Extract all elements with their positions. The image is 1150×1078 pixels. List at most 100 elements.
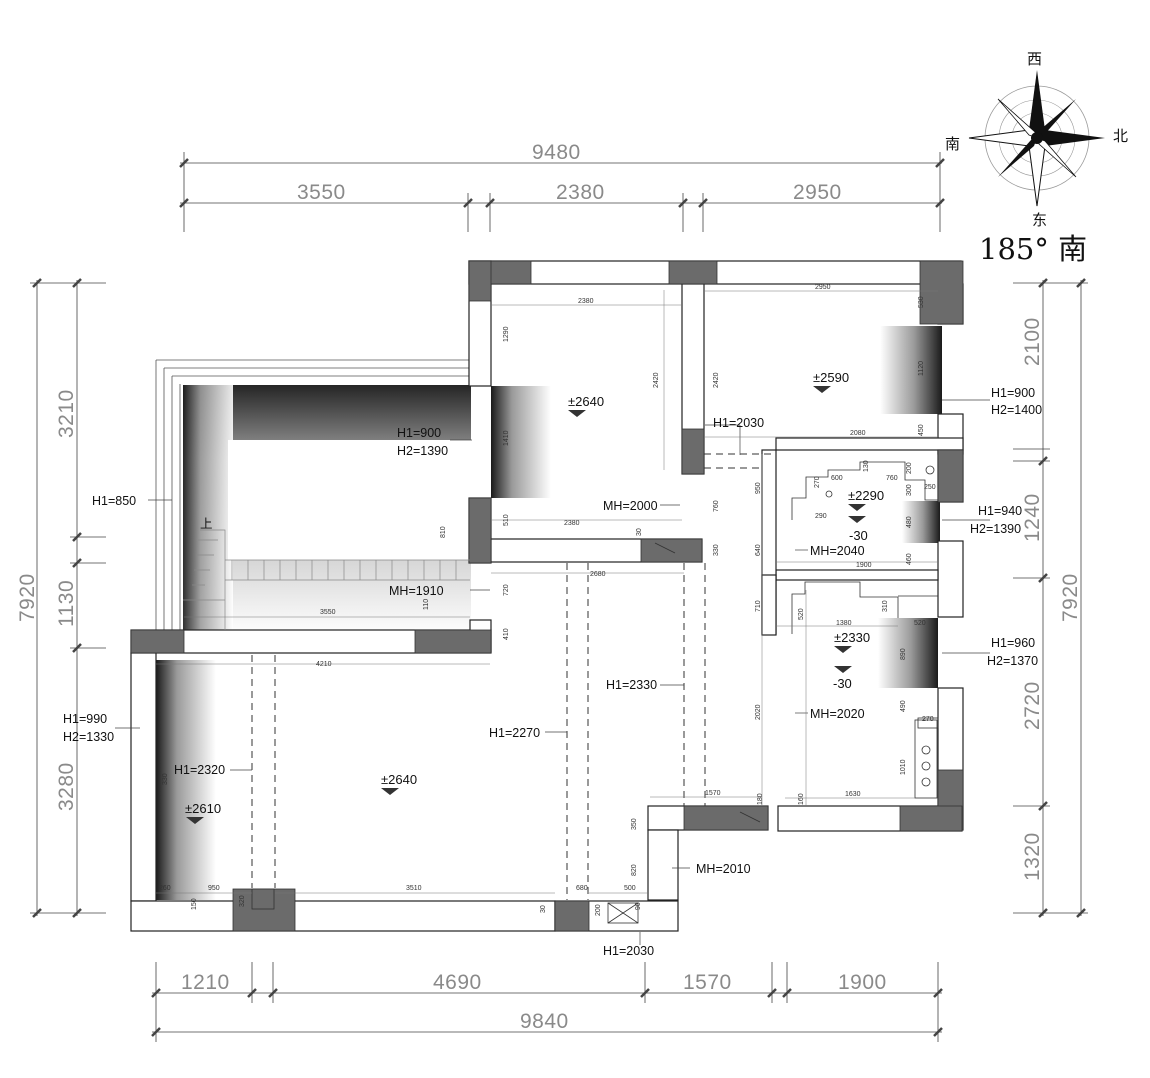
label-h1-940: H1=940	[978, 504, 1022, 518]
sdim-310: 310	[882, 600, 889, 612]
sdim-2680: 2680	[590, 571, 606, 578]
sdim-2950: 2950	[815, 284, 831, 291]
elev-living: ±2640	[381, 772, 417, 787]
label-h1-2330: H1=2330	[606, 678, 657, 692]
sdim-2420a: 2420	[653, 372, 660, 388]
sdim-720: 720	[503, 584, 510, 596]
dim-top-total: 9480	[532, 141, 581, 164]
sdim-890: 890	[900, 648, 907, 660]
dim-bottom-seg2: 4690	[433, 971, 482, 994]
label-h1-2270: H1=2270	[489, 726, 540, 740]
bathroom-fixtures	[791, 461, 939, 799]
sdim-810: 810	[440, 526, 447, 538]
sdim-950: 950	[755, 482, 762, 494]
dim-left-seg1: 3210	[55, 389, 78, 438]
sdim-250: 250	[924, 484, 936, 491]
right-dimensions	[1013, 278, 1088, 918]
sdim-680: 680	[576, 885, 588, 892]
label-h1-960: H1=960	[991, 636, 1035, 650]
dim-top-seg2: 2380	[556, 181, 605, 204]
sdim-2380a: 2380	[578, 298, 594, 305]
label-mh-2000: MH=2000	[603, 499, 658, 513]
sdim-330a: 330	[713, 544, 720, 556]
sdim-130: 130	[863, 460, 870, 472]
compass-south-label: 南	[945, 135, 960, 153]
sdim-1630: 1630	[845, 791, 861, 798]
elev-room-top-mid: ±2640	[568, 394, 604, 409]
label-h1-990: H1=990	[63, 712, 107, 726]
sdim-350: 350	[631, 818, 638, 830]
sdim-110: 110	[423, 599, 430, 610]
elev-bath1: ±2290	[848, 488, 884, 503]
columns	[130, 260, 964, 932]
dim-top-seg3: 2950	[793, 181, 842, 204]
sdim-1120: 1120	[918, 361, 925, 376]
compass-north-label: 北	[1113, 127, 1128, 145]
label-mh-2010: MH=2010	[696, 862, 751, 876]
stair-up-label: 上	[200, 517, 213, 531]
sdim-820: 820	[631, 864, 638, 876]
compass-west-label: 西	[1027, 50, 1042, 68]
sdim-760a: 760	[886, 475, 898, 482]
sdim-330b: 330	[162, 773, 169, 785]
label-h2-1400: H2=1400	[991, 403, 1042, 417]
label-mh-2020: MH=2020	[810, 707, 865, 721]
label-mh-1910: MH=1910	[389, 584, 444, 598]
compass-rose-icon	[968, 70, 1105, 207]
dim-bottom-total: 9840	[520, 1010, 569, 1033]
sdim-1290: 1290	[503, 326, 510, 342]
label-mh-2040: MH=2040	[810, 544, 865, 558]
label-h2-1370: H2=1370	[987, 654, 1038, 668]
label-h1-2030b: H1=2030	[603, 944, 654, 958]
dim-bottom-seg4: 1900	[838, 971, 887, 994]
sdim-600: 600	[831, 475, 843, 482]
sdim-2020: 2020	[755, 704, 762, 720]
label-h1-900b: H1=900	[991, 386, 1035, 400]
bottom-dimensions	[151, 962, 943, 1042]
sdim-200b: 200	[595, 904, 602, 916]
sdim-4210: 4210	[316, 661, 332, 668]
label-h1-900a: H1=900	[397, 426, 441, 440]
label-h1-2320: H1=2320	[174, 763, 225, 777]
orientation-label: 185° 南	[979, 232, 1087, 266]
label-h2-1390a: H2=1390	[397, 444, 448, 458]
dim-left-seg3: 3280	[55, 762, 78, 811]
dim-top-seg1: 3550	[297, 181, 346, 204]
label-h1-850: H1=850	[92, 494, 136, 508]
dim-right-seg1: 2100	[1021, 317, 1044, 366]
top-dimensions	[179, 152, 945, 232]
sdim-710: 710	[755, 600, 762, 612]
sdim-410: 410	[503, 628, 510, 640]
dim-right-seg4: 1320	[1021, 832, 1044, 881]
compass-east-label: 东	[1032, 211, 1047, 229]
sdim-30a: 30	[636, 528, 643, 536]
sdim-2420b: 2420	[713, 372, 720, 388]
label-h2-1330: H2=1330	[63, 730, 114, 744]
sdim-200: 200	[906, 462, 913, 474]
dim-left-seg2: 1130	[55, 580, 78, 627]
sdim-260: 260	[159, 885, 171, 892]
elev-left-strip: ±2610	[185, 801, 221, 816]
sdim-450: 450	[918, 424, 925, 436]
elev-bath2: ±2330	[834, 630, 870, 645]
sdim-180: 180	[757, 793, 764, 805]
sdim-90: 90	[635, 902, 642, 910]
dim-bottom-seg1: 1210	[181, 971, 230, 994]
elev-bath2-drop: -30	[833, 676, 852, 691]
sdim-950b: 950	[208, 885, 220, 892]
sdim-320: 320	[239, 895, 246, 907]
sdim-290: 290	[815, 513, 827, 520]
sdim-490: 490	[900, 700, 907, 712]
sdim-510: 510	[503, 514, 510, 526]
sdim-1380: 1380	[836, 620, 852, 627]
sdim-2080: 2080	[850, 430, 866, 437]
sdim-30b: 30	[540, 905, 547, 913]
sdim-1570: 1570	[705, 790, 721, 797]
sdim-1010: 1010	[900, 759, 907, 775]
beam-lines	[251, 453, 776, 900]
sdim-150: 150	[191, 898, 198, 910]
dim-right-seg2: 1240	[1021, 493, 1044, 542]
sdim-460: 460	[906, 553, 913, 565]
sdim-520a: 520	[798, 608, 805, 620]
sdim-160: 160	[798, 793, 805, 805]
